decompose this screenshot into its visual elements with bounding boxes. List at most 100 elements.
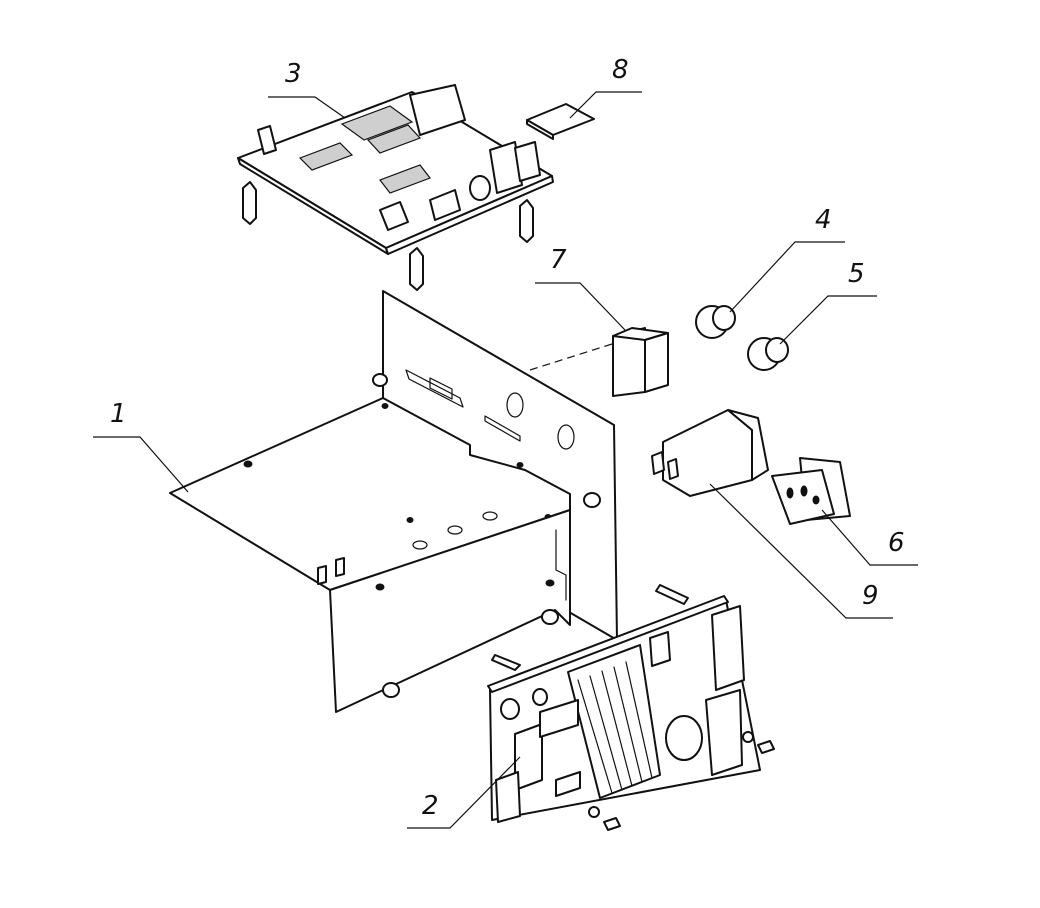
- control-board-edge-right: [385, 175, 554, 255]
- standoff: [372, 373, 388, 387]
- standoff: [382, 682, 400, 698]
- connector-body: [712, 305, 736, 331]
- filter-body: [662, 409, 753, 497]
- flange-hole: [545, 579, 555, 587]
- leader-8: [569, 91, 642, 119]
- connector-block: [495, 771, 521, 823]
- callout-5: 5: [848, 259, 865, 289]
- standoff: [583, 492, 601, 508]
- callout-2: 2: [422, 791, 439, 821]
- small-component: [649, 631, 671, 667]
- callout-1: 1: [110, 399, 127, 429]
- connector: [429, 189, 461, 221]
- chassis-tab: [335, 557, 345, 577]
- callout-3: 3: [285, 59, 302, 89]
- small-capacitor: [532, 688, 548, 706]
- part-6-iec-socket: [771, 457, 851, 525]
- leader-5: [779, 295, 877, 345]
- leader-4: [729, 241, 845, 313]
- leader-9: [709, 483, 893, 619]
- filter-terminal: [667, 458, 679, 480]
- heatsink-fin: [625, 661, 653, 779]
- standoff-spacer: [519, 199, 534, 243]
- screw: [757, 740, 775, 754]
- part-2-power-board: [487, 584, 775, 831]
- filter-flange: [727, 409, 769, 481]
- rear-panel-hole: [506, 392, 524, 418]
- leader-7: [535, 282, 626, 331]
- connector-body: [765, 337, 789, 363]
- part-3-control-board: [237, 84, 554, 291]
- fuse-holder: [500, 698, 520, 720]
- chassis-tab: [317, 565, 327, 585]
- rear-panel-hole-2: [557, 424, 575, 450]
- connector-block: [489, 141, 523, 194]
- callout-8: 8: [612, 55, 629, 85]
- callout-7: 7: [550, 245, 567, 275]
- heatsink-fin: [577, 679, 613, 794]
- base-hole: [406, 517, 414, 523]
- base-hole: [447, 525, 463, 535]
- heatsink-fin: [589, 675, 623, 791]
- connector: [379, 201, 409, 231]
- callout-9: 9: [862, 581, 879, 611]
- box-side: [644, 332, 669, 393]
- relay: [514, 723, 543, 791]
- power-board-edge: [487, 595, 729, 693]
- leader-1: [93, 436, 189, 493]
- base-hole: [482, 511, 498, 521]
- capacitor-top: [665, 715, 703, 761]
- filter-terminal: [651, 451, 665, 475]
- base-hole: [381, 403, 389, 409]
- heatsink-fin: [613, 666, 643, 783]
- leader-3: [268, 96, 346, 119]
- heatsink-fin: [601, 670, 633, 787]
- chip: [298, 142, 354, 171]
- base-hole: [412, 540, 428, 550]
- base-hole: [243, 460, 253, 468]
- part-1-chassis: [169, 290, 618, 713]
- chip: [366, 124, 422, 154]
- part-5-round-connector: [747, 337, 789, 371]
- part-8-memory-card: [526, 103, 595, 140]
- component-block: [539, 699, 579, 738]
- socket-body: [771, 469, 835, 525]
- chip: [340, 105, 414, 141]
- chassis-front-flange: [329, 509, 571, 713]
- base-hole: [516, 462, 524, 468]
- latch: [257, 125, 277, 155]
- rear-panel-slot-3: [484, 415, 521, 442]
- standoff-spacer: [242, 181, 257, 225]
- small-connector: [555, 771, 581, 797]
- flange-hole: [375, 583, 385, 591]
- leader-lines: [93, 91, 918, 829]
- washer: [742, 731, 754, 743]
- part-7-box-component: [612, 327, 669, 397]
- screw: [603, 817, 621, 831]
- part-4-round-connector: [695, 305, 736, 339]
- standoff: [541, 609, 559, 625]
- board-spacer: [491, 654, 521, 671]
- card-edge: [526, 119, 554, 140]
- leader-2: [407, 756, 521, 829]
- part-9-line-filter: [651, 409, 769, 497]
- standoff-spacer: [409, 247, 424, 291]
- electrolytic-capacitor: [469, 175, 491, 201]
- connector-block: [514, 141, 541, 182]
- d-sub-connector: [409, 84, 466, 136]
- rear-panel-slot-2: [429, 377, 453, 400]
- callout-6: 6: [888, 528, 905, 558]
- socket-pin-hole: [812, 495, 820, 505]
- socket-pin-hole: [800, 485, 808, 497]
- washer: [588, 806, 600, 818]
- callout-4: 4: [815, 205, 832, 235]
- flange-cutout: [555, 529, 567, 601]
- alignment-dashline: [529, 343, 613, 371]
- chip: [379, 164, 431, 194]
- board-spacer: [655, 584, 689, 605]
- rear-panel-slot: [405, 369, 464, 408]
- transformer: [705, 689, 743, 776]
- leader-6: [821, 509, 918, 566]
